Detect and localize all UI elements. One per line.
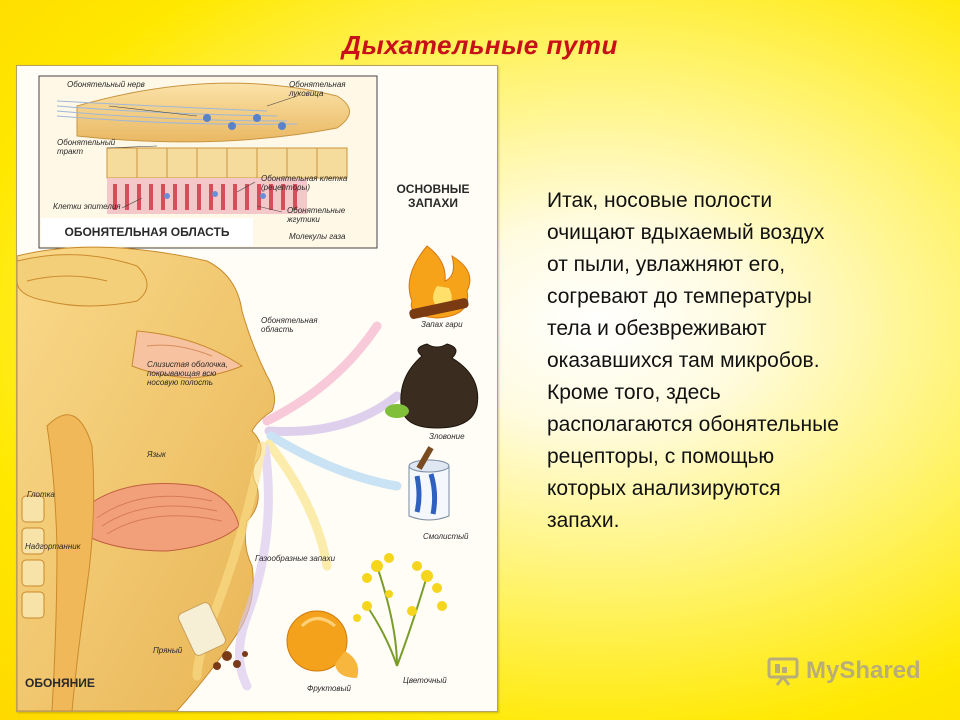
slide-title: Дыхательные пути	[342, 30, 618, 60]
head-cross-section	[17, 246, 276, 711]
body-line: согревают до температуры	[547, 285, 812, 308]
figure-caption: ОБОНЯНИЕ	[25, 676, 95, 690]
body-line: Итак, носовые полости	[547, 189, 773, 212]
body-line: оказавшихся там микробов.	[547, 349, 820, 372]
watermark-text: MyShared	[806, 657, 921, 684]
label-smell-spicy: Пряный	[153, 646, 183, 655]
body-line: Кроме того, здесь	[547, 381, 721, 404]
olfactory-region-title: ОБОНЯТЕЛЬНАЯ ОБЛАСТЬ	[41, 218, 253, 246]
smell-stench-icon	[385, 343, 479, 429]
presentation-icon	[767, 657, 799, 686]
label-smell-stench: Зловоние	[429, 432, 465, 441]
label-pharynx: Глотка	[27, 490, 55, 499]
smell-burnt-icon	[408, 245, 471, 319]
body-line: рецепторы, с помощью	[547, 445, 775, 468]
label-smell-resinous: Смолистый	[423, 532, 469, 541]
smell-spicy-icon	[178, 602, 248, 670]
watermark: MyShared	[766, 656, 921, 686]
body-line: очищают вдыхаемый воздух	[547, 221, 825, 244]
body-line: тела и обезвреживают	[547, 317, 767, 340]
label-olfactory-nerve: Обонятельный нерв	[67, 80, 145, 89]
label-smell-fruity: Фруктовый	[307, 684, 351, 693]
figure-illustration	[17, 75, 479, 711]
label-mucosa: Слизистая оболочка, покрывающая всю носо…	[147, 360, 228, 387]
smell-fruity-icon	[286, 610, 359, 678]
label-olfactory-tract: Обонятельный тракт	[57, 138, 116, 156]
label-gaseous-odors: Газообразные запахи	[255, 554, 336, 563]
smell-resinous-icon	[408, 446, 450, 521]
label-smell-floral: Цветочный	[403, 676, 447, 685]
body-line: от пыли, увлажняют его,	[547, 253, 786, 276]
inset-leader-lines	[106, 95, 298, 213]
smell-floral-icon	[353, 553, 447, 667]
neuron-cells	[203, 114, 286, 130]
label-gas-molecules: Молекулы газа	[289, 232, 346, 241]
body-line: которых анализируются	[547, 477, 781, 500]
label-epithelium-cells: Клетки эпителия	[53, 202, 121, 211]
body-text: Итак, носовые полости очищают вдыхаемый …	[547, 185, 937, 537]
label-olfactory-bulb: Обонятельная луковица	[289, 80, 346, 98]
label-epiglottis: Надгортанник	[25, 542, 81, 551]
body-line: располагаются обонятельные	[547, 413, 839, 436]
label-tongue: Язык	[147, 450, 166, 459]
anatomy-figure: Обонятельный нерв Обонятельная луковица …	[16, 65, 498, 712]
label-olfactory-cell: Обонятельная клетка (рецепторы)	[261, 174, 348, 192]
label-olfactory-cilia: Обонятельные жгутики	[287, 206, 346, 224]
odor-streams	[192, 321, 402, 691]
label-smell-burnt: Запах гари	[421, 320, 463, 329]
smells-header: ОСНОВНЫЕ ЗАПАХИ	[396, 182, 470, 210]
epithelium-layer	[107, 178, 307, 214]
body-line: запахи.	[547, 509, 620, 532]
label-olfactory-region: Обонятельная область	[261, 316, 318, 334]
